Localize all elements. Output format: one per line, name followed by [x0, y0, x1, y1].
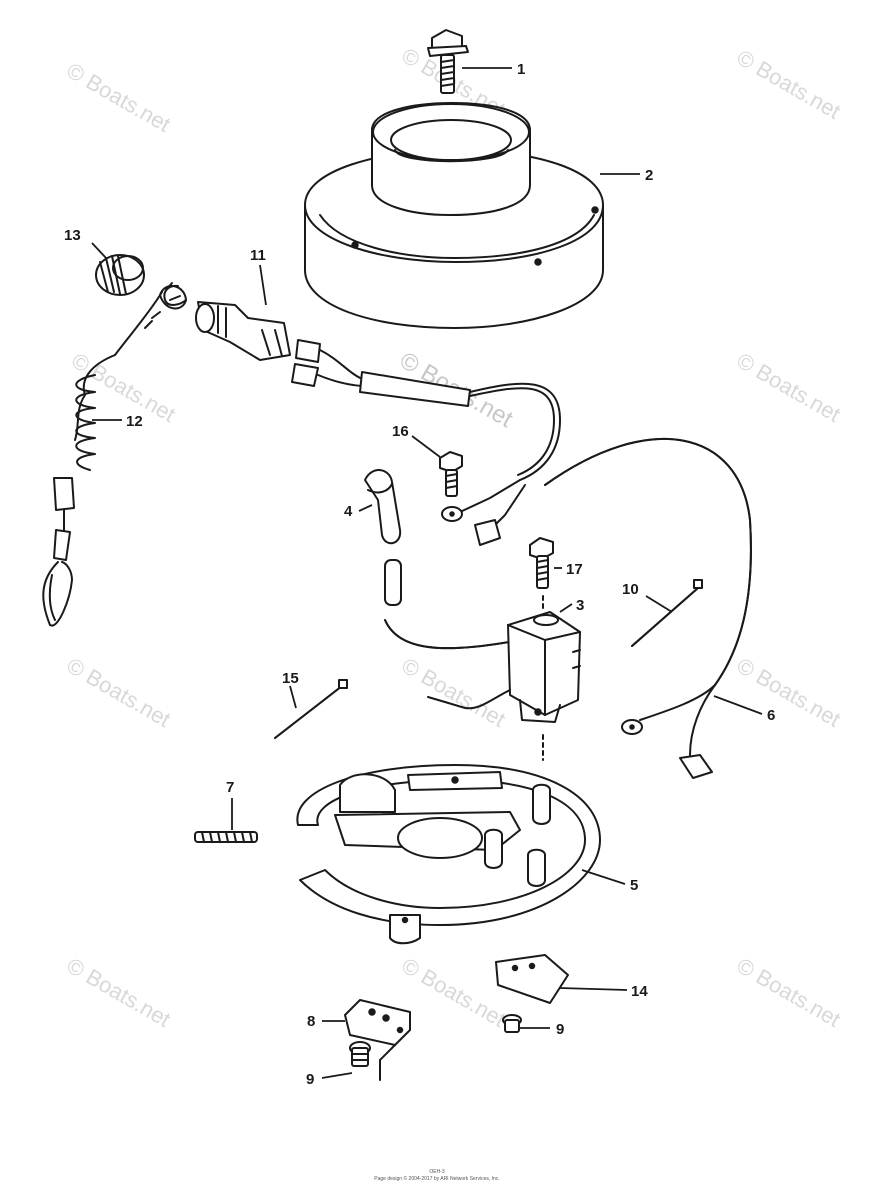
watermark-8: © Boats.net [398, 653, 510, 732]
part-11-stop-switch[interactable] [159, 282, 291, 361]
part-16-bolt[interactable] [439, 451, 463, 497]
watermark-11: © Boats.net [398, 953, 510, 1032]
footer: OEH-3 Page design © 2004-2017 by ARI Net… [374, 1169, 499, 1182]
callout-9-left: 9 [306, 1071, 314, 1088]
part-15-tie-strap[interactable] [274, 679, 348, 739]
watermark-3: © Boats.net [733, 45, 845, 124]
watermark-9: © Boats.net [733, 653, 845, 732]
watermark-12: © Boats.net [733, 953, 845, 1032]
part-8-bracket[interactable] [344, 999, 411, 1081]
callout-17: 17 [566, 561, 583, 578]
callout-7: 7 [226, 779, 234, 796]
callout-14: 14 [631, 983, 648, 1000]
watermark-1: © Boats.net [63, 58, 175, 137]
part-9-screw-right[interactable] [502, 1014, 522, 1033]
callout-9-right: 9 [556, 1021, 564, 1038]
callout-8: 8 [307, 1013, 315, 1030]
watermark-10: © Boats.net [63, 953, 175, 1032]
part-4-spark-boot[interactable] [364, 469, 402, 545]
leader-lines [91, 67, 763, 1079]
part-13-cap[interactable] [95, 254, 145, 296]
callout-4: 4 [344, 503, 353, 520]
callout-5: 5 [630, 877, 638, 894]
callout-13: 13 [64, 227, 81, 244]
part-6-ground-lead[interactable] [621, 684, 716, 779]
part-3-coil[interactable] [427, 611, 581, 761]
part-12-lanyard[interactable] [42, 284, 187, 627]
callout-2: 2 [645, 167, 653, 184]
callout-11: 11 [250, 247, 266, 264]
callout-labels: 1 2 3 4 5 6 7 8 9 9 10 11 12 13 14 15 16… [64, 61, 775, 1088]
callout-15: 15 [282, 670, 299, 687]
callout-12: 12 [126, 413, 143, 430]
callout-6: 6 [767, 707, 775, 724]
part-7-stud[interactable] [194, 831, 258, 843]
watermark-5: © Boats.net [733, 348, 845, 427]
part-10-tie-strap[interactable] [631, 579, 703, 647]
part-14-plate[interactable] [495, 954, 569, 1004]
callout-1: 1 [517, 61, 525, 78]
footer-line-2: Page design © 2004-2017 by ARI Network S… [374, 1175, 499, 1182]
footer-line-1: OEH-3 [429, 1169, 445, 1175]
part-5-armature-plate[interactable] [296, 764, 601, 945]
spark-wire-segment [384, 559, 521, 650]
callout-10: 10 [622, 581, 639, 598]
part-17-bolt[interactable] [529, 537, 554, 611]
callout-16: 16 [392, 423, 409, 440]
wire-harness [291, 339, 752, 686]
callout-3: 3 [576, 597, 584, 614]
watermark-7: © Boats.net [63, 653, 175, 732]
part-9-screw-left[interactable] [349, 1041, 371, 1067]
part-1-bolt[interactable] [427, 29, 469, 94]
part-2-flywheel-cover[interactable] [304, 102, 604, 329]
